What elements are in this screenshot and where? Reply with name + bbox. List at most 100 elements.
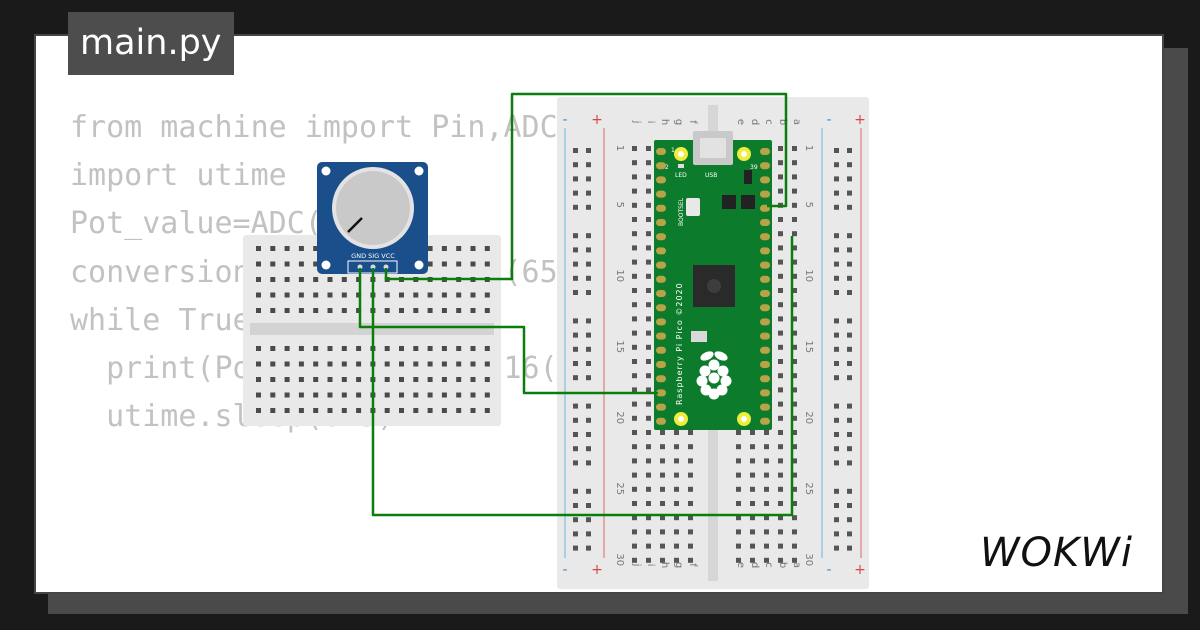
hole — [632, 444, 637, 450]
hole — [792, 444, 797, 450]
hole — [632, 146, 637, 151]
hole — [327, 346, 333, 351]
column-letter: f — [687, 563, 698, 567]
hole — [778, 259, 783, 265]
hole — [284, 408, 290, 413]
hole — [413, 361, 419, 367]
raspberry-icon — [696, 375, 708, 387]
hole — [764, 444, 769, 450]
hole — [834, 503, 839, 508]
column-letter: e — [735, 562, 746, 568]
hole — [778, 231, 783, 237]
hole — [632, 472, 637, 478]
hole — [573, 460, 578, 466]
column-letter: f — [687, 120, 698, 124]
hole — [573, 190, 578, 196]
pot-mount-hole — [321, 166, 331, 176]
hole — [660, 515, 665, 521]
row-number: 25 — [614, 482, 625, 495]
hole — [736, 529, 741, 535]
hole — [341, 361, 347, 367]
hole — [660, 444, 665, 450]
hole — [778, 174, 783, 180]
hole — [847, 318, 852, 324]
hole — [834, 204, 839, 210]
hole — [674, 472, 679, 478]
hole — [778, 344, 783, 350]
rail-symbol: - — [826, 562, 831, 578]
hole — [632, 217, 637, 222]
hole — [847, 517, 852, 523]
hole — [586, 247, 591, 253]
hole — [646, 387, 651, 393]
hole — [256, 277, 261, 282]
hole — [764, 515, 769, 521]
led-label: LED — [675, 172, 687, 179]
pico-pin — [656, 162, 666, 170]
hole — [834, 247, 839, 253]
potentiometer[interactable]: GND SIG VCC — [317, 162, 428, 274]
hole — [470, 308, 476, 313]
hole — [847, 446, 852, 452]
hole — [441, 308, 447, 313]
hole — [834, 233, 839, 239]
wire — [384, 92, 788, 281]
hole — [470, 246, 476, 251]
pico-pin — [760, 148, 770, 155]
hole — [646, 458, 651, 464]
hole — [778, 330, 783, 336]
hole — [427, 392, 433, 398]
hole — [834, 148, 839, 153]
hole — [646, 160, 651, 166]
hole — [646, 174, 651, 180]
hole — [847, 545, 852, 551]
code-line: import utime — [70, 158, 287, 194]
raspberry-icon — [708, 388, 720, 400]
hole — [586, 190, 591, 196]
code-line: from machine import Pin,ADC — [70, 110, 558, 145]
hole — [270, 392, 276, 398]
hole — [750, 444, 755, 450]
hole — [284, 277, 290, 282]
hole — [660, 430, 665, 435]
hole — [441, 261, 447, 267]
pico-pin — [656, 275, 666, 283]
hole — [573, 517, 578, 523]
pico-pin — [656, 375, 666, 383]
hole — [792, 316, 797, 322]
hole — [341, 392, 347, 398]
hole — [778, 415, 783, 421]
hole — [284, 292, 290, 298]
hole — [313, 346, 319, 351]
hole — [632, 401, 637, 407]
hole — [470, 392, 476, 398]
hole — [792, 373, 797, 379]
hole — [586, 446, 591, 452]
hole — [573, 148, 578, 153]
hole — [298, 361, 304, 367]
hole — [270, 261, 276, 267]
hole — [298, 408, 304, 413]
hole — [456, 361, 462, 367]
hole — [427, 292, 433, 298]
hole — [632, 557, 637, 563]
hole — [441, 377, 447, 382]
usb-connector-inner — [700, 138, 726, 158]
hole — [847, 290, 852, 295]
pico-pin — [656, 304, 666, 312]
pico-pin — [760, 403, 770, 411]
hole — [792, 288, 797, 293]
hole — [778, 373, 783, 379]
hole — [341, 377, 347, 382]
file-tab[interactable]: main.py — [68, 12, 234, 75]
pico-pin — [760, 247, 770, 255]
hole — [573, 204, 578, 210]
hole — [834, 290, 839, 295]
pico-pin — [760, 304, 770, 312]
pico-pin — [656, 247, 666, 255]
rail-symbol: - — [826, 112, 831, 128]
hole — [573, 361, 578, 366]
pico-pin — [760, 176, 770, 184]
hole — [284, 377, 290, 382]
